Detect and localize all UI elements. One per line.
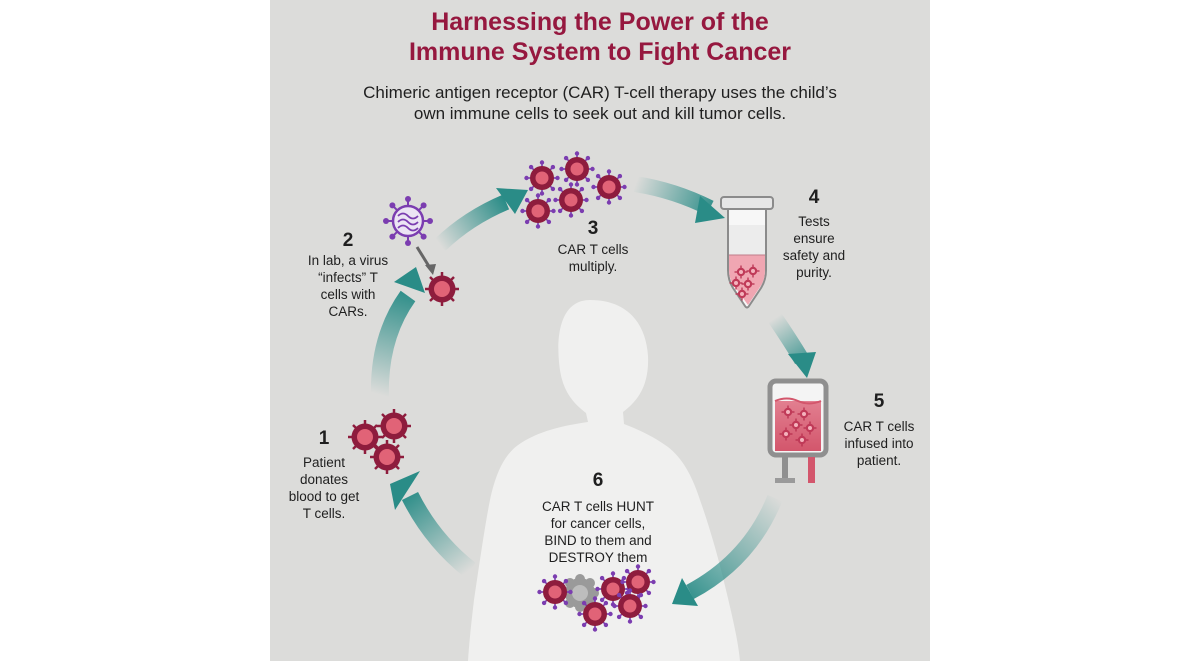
step-number: 5 [873,391,885,412]
step-number: 4 [808,187,820,208]
t-cell-icon [423,270,461,308]
test-tube-icon [720,196,774,309]
subtitle-line-2: own immune cells to seek out and kill tu… [413,104,787,123]
child-silhouette [468,300,740,661]
step-number: 1 [318,428,330,449]
title-line-1: Harnessing the Power of the [431,8,769,36]
subtitle-line-1: Chimeric antigen receptor (CAR) T-cell t… [363,83,837,102]
step-text: BIND to them and [544,533,652,548]
step-text: purity. [796,265,832,280]
iv-bag-icon [767,378,829,483]
cycle-artwork [346,150,829,661]
step-text: infused into [844,436,914,451]
arrow-3-to-4 [434,194,510,251]
cycle-arrows [370,176,816,606]
infographic-panel: Harnessing the Power of the Immune Syste… [270,0,930,661]
step-text: “infects” T [318,270,378,285]
step-text: Patient [302,455,346,470]
arrow-6-to-1 [686,494,783,600]
step-text: In lab, a virus [307,253,389,268]
arrow-6-to-1-head [672,578,698,606]
step-text: blood to get [288,489,360,504]
step-text: ensure [793,231,835,246]
step-text: CAR T cells HUNT [541,499,654,514]
step-text: for cancer cells, [550,516,646,531]
arrow-5-to-6-head [788,352,816,378]
arrow-4-to-5-head [695,196,725,223]
step-text: CAR T cells [557,242,629,257]
step-text: patient. [856,453,902,468]
arrow-2-to-3 [370,290,416,399]
title-line-2: Immune System to Fight Cancer [408,38,792,66]
step-text: multiply. [568,259,618,274]
step-text: DESTROY them [548,550,648,565]
step-text: cells with [320,287,376,302]
step-number: 6 [592,470,604,491]
arrow-1-to-2-head [390,471,420,510]
step-text: CAR T cells [843,419,915,434]
step-number: 3 [587,218,599,239]
step-text: donates [299,472,349,487]
step-text: safety and [782,248,846,263]
virus-icon [383,196,433,246]
arrow-1-to-2 [401,491,476,578]
step-text: Tests [798,214,830,229]
arrow-3-to-4-head [496,188,528,214]
virus-injection-icon [415,246,436,275]
step-text: T cells. [302,506,346,521]
step-text: CARs. [328,304,368,319]
arrow-2-to-3-head [394,267,425,293]
step-number: 2 [342,230,354,251]
